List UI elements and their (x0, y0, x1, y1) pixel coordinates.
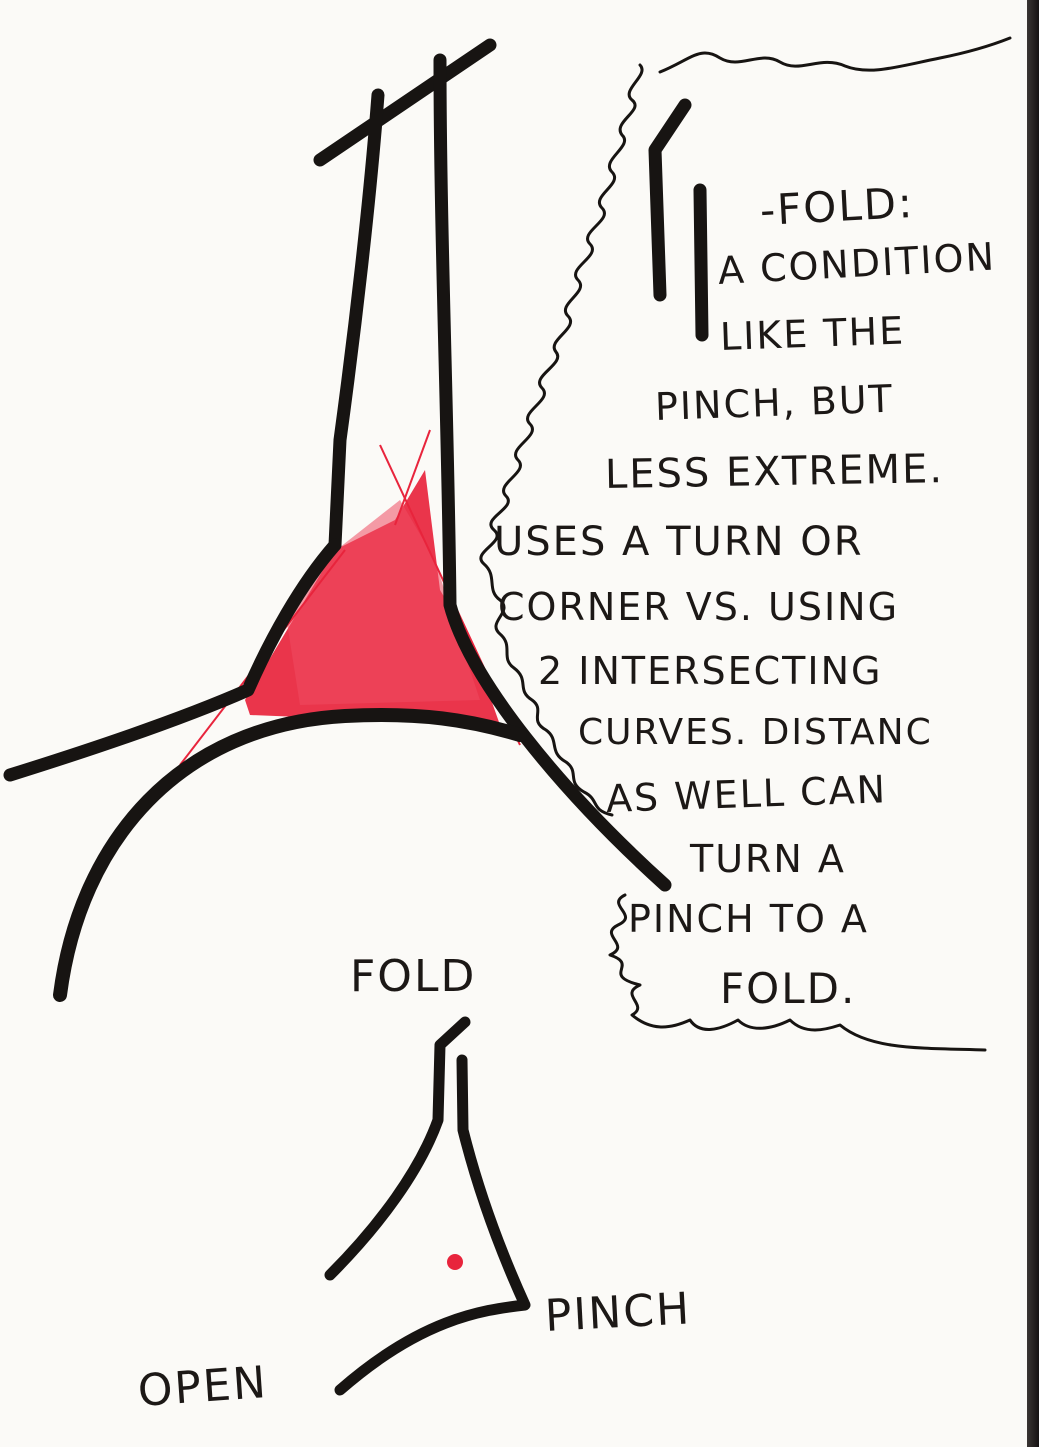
note-line-6: CORNER VS. USING (498, 588, 899, 626)
label-pinch: PINCH (544, 1287, 692, 1339)
note-line-11: PINCH TO A (628, 900, 869, 938)
label-fold: FOLD (350, 955, 476, 999)
note-line-9: AS WELL CAN (605, 770, 887, 818)
note-line-10: TURN A (690, 840, 846, 878)
label-open: OPEN (136, 1361, 269, 1414)
red-dot (447, 1254, 463, 1270)
note-line-4: LESS EXTREME. (605, 449, 945, 495)
note-line-8: CURVES. DISTANC (578, 715, 933, 751)
small-fold-glyph (655, 105, 702, 335)
note-line-5: USES A TURN OR (494, 522, 864, 562)
note-line-3: PINCH, BUT (654, 380, 894, 426)
note-line-12: FOLD. (720, 968, 856, 1010)
fold-pinch-open-diagram (330, 1022, 525, 1390)
note-line-7: 2 INTERSECTING (538, 652, 882, 690)
notebook-binding-edge (1027, 0, 1039, 1447)
note-heading: -FOLD: (759, 182, 915, 232)
note-line-2: LIKE THE (719, 312, 905, 356)
